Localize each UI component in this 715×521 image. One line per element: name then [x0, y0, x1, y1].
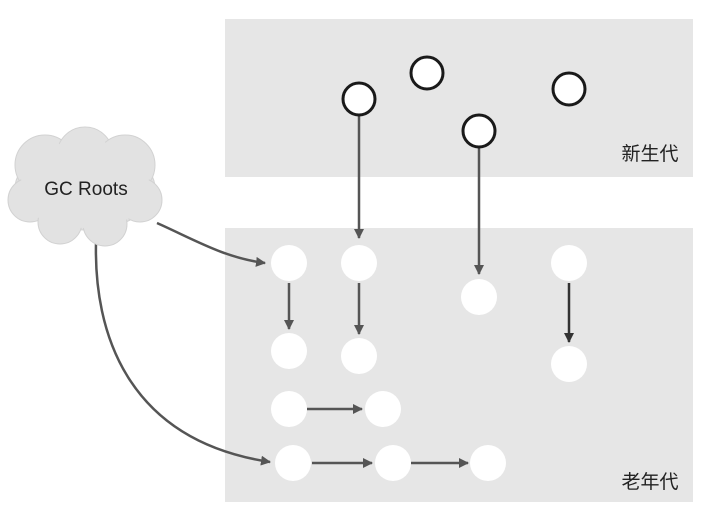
- root-reference-arrow: [156, 221, 266, 267]
- object-node: [271, 333, 307, 369]
- object-node: [341, 245, 377, 281]
- young-generation-region: 新生代: [225, 19, 693, 177]
- object-node: [551, 71, 587, 107]
- young-generation-label: 新生代: [621, 143, 678, 165]
- old-generation-label: 老年代: [621, 471, 678, 493]
- object-node: [365, 391, 401, 427]
- reference-arrows: [94, 116, 484, 468]
- old-objects: [271, 245, 587, 481]
- object-node: [409, 55, 445, 91]
- object-node: [551, 346, 587, 382]
- young-generation-area: [225, 19, 693, 177]
- object-node: [341, 338, 377, 374]
- object-node: [271, 391, 307, 427]
- object-node: [375, 445, 411, 481]
- object-node: [275, 445, 311, 481]
- object-node: [461, 113, 497, 149]
- root-reference-arrow: [94, 242, 271, 466]
- gc-roots-cloud: GC Roots: [7, 126, 163, 247]
- object-node: [341, 81, 377, 117]
- object-node: [461, 279, 497, 315]
- object-node: [470, 445, 506, 481]
- young-objects: [341, 55, 587, 149]
- object-node: [551, 245, 587, 281]
- gc-roots-label: GC Roots: [44, 179, 127, 200]
- object-node: [271, 245, 307, 281]
